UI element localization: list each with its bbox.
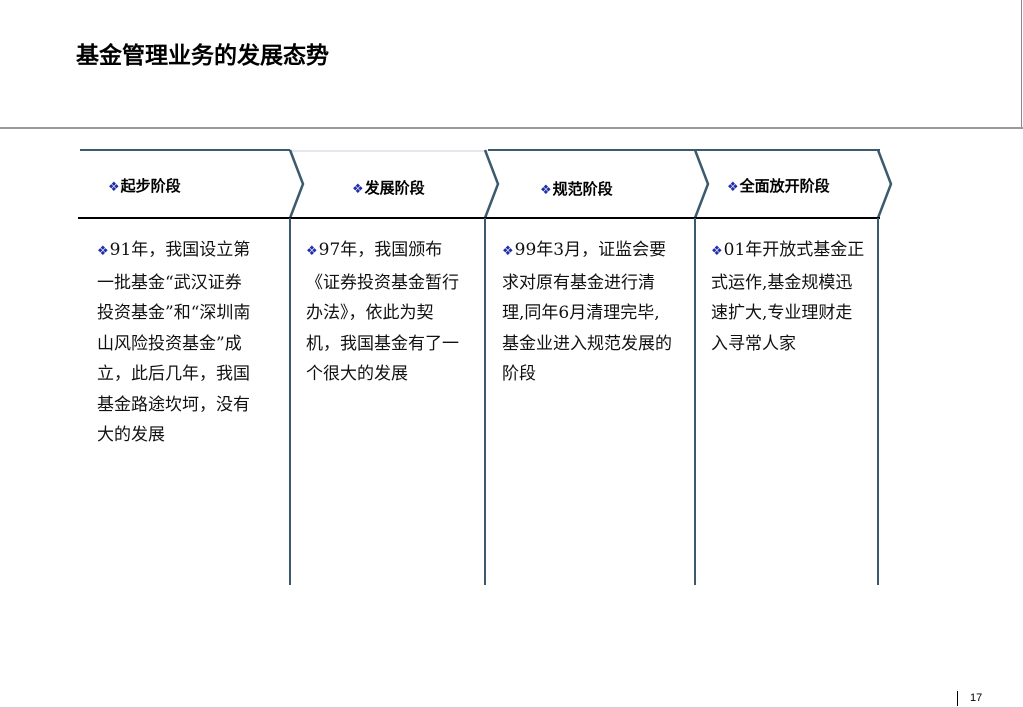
stage-header-label: 规范阶段 [552, 180, 613, 198]
stage-header-label: 发展阶段 [364, 179, 425, 197]
page-title: 基金管理业务的发展态势 [76, 43, 329, 69]
stage-header-2: ❖发展阶段 [352, 177, 425, 198]
diamond-bullet-icon: ❖ [97, 244, 109, 259]
stage-description-text: 01年开放式基金正式运作,基金规模迅速扩大,专业理财走入寻常人家 [711, 240, 865, 354]
stage-description-4: ❖01年开放式基金正式运作,基金规模迅速扩大,专业理财走入寻常人家 [711, 235, 869, 359]
top-right-divider [1021, 0, 1022, 128]
stage-description-text: 99年3月，证监会要求对原有基金进行清理,同年6月清理完毕,基金业进入规范发展的… [502, 240, 672, 384]
stage-header-4: ❖全面放开阶段 [727, 175, 830, 196]
stage-description-1: ❖91年，我国设立第一批基金“武汉证券投资基金”和“深圳南山风险投资基金”成立，… [97, 235, 255, 451]
diamond-bullet-icon: ❖ [352, 182, 364, 197]
diamond-bullet-icon: ❖ [108, 180, 120, 195]
stage-description-text: 91年，我国设立第一批基金“武汉证券投资基金”和“深圳南山风险投资基金”成立，此… [97, 240, 251, 445]
diamond-bullet-icon: ❖ [306, 244, 318, 259]
diamond-bullet-icon: ❖ [502, 244, 514, 259]
stage-header-label: 起步阶段 [120, 177, 181, 195]
diamond-bullet-icon: ❖ [711, 244, 723, 259]
diamond-bullet-icon: ❖ [540, 183, 552, 198]
stage-description-text: 97年，我国颁布《证券投资基金暂行办法》，依此为契机，我国基金有了一个很大的发展 [306, 240, 459, 384]
stage-description-3: ❖99年3月，证监会要求对原有基金进行清理,同年6月清理完毕,基金业进入规范发展… [502, 235, 672, 390]
header-divider [0, 127, 1023, 129]
stage-header-1: ❖起步阶段 [108, 175, 181, 196]
page-number-separator [957, 691, 958, 706]
stage-description-2: ❖97年，我国颁布《证券投资基金暂行办法》，依此为契机，我国基金有了一个很大的发… [306, 235, 464, 390]
diamond-bullet-icon: ❖ [727, 180, 739, 195]
stage-header-label: 全面放开阶段 [739, 177, 830, 195]
page-number: 17 [970, 692, 983, 704]
stage-header-3: ❖规范阶段 [540, 178, 613, 199]
